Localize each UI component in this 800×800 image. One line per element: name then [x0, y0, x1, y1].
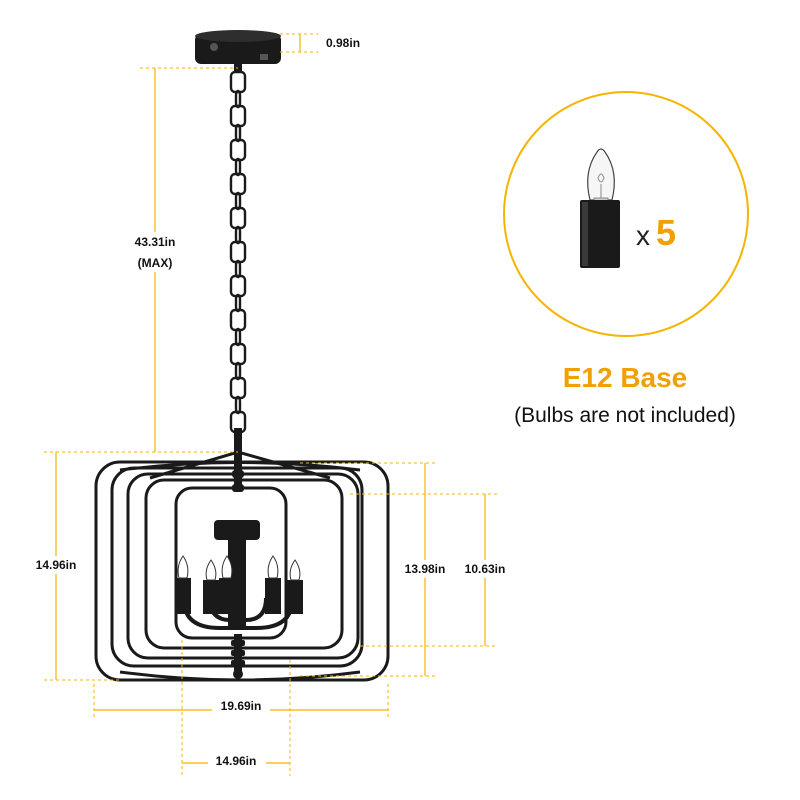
candle-bulb-icon [580, 148, 620, 268]
chain-link [229, 138, 247, 162]
candle-socket [203, 559, 219, 614]
chain-link [229, 240, 247, 264]
chain-link [229, 274, 247, 298]
overall-width-label: 19.69in [221, 699, 262, 713]
chain-link [234, 259, 242, 279]
frame-height-dimension: 13.98in [300, 462, 452, 677]
chain-link [234, 293, 242, 313]
times-symbol: x [636, 220, 650, 251]
bulb-callout [503, 91, 749, 337]
outer-height-label: 14.96in [36, 558, 77, 572]
inner-height-label: 10.63in [465, 562, 506, 576]
chain-length-dimension: 43.31in (MAX) [118, 67, 238, 453]
chain-link [229, 308, 247, 332]
candle-socket [287, 559, 303, 614]
bulbs-note: (Bulbs are not included) [514, 404, 736, 427]
callout-circle [503, 91, 749, 337]
base-type-title: E12 Base [562, 362, 688, 393]
chain-link [229, 206, 247, 230]
inner-height-dimension: 10.63in [350, 493, 512, 647]
chain-link [234, 225, 242, 245]
chain-link [229, 104, 247, 128]
chain-link [229, 172, 247, 196]
chain-link [234, 327, 242, 347]
bottom-width-dimension: 14.96in [181, 640, 291, 776]
candle-sockets [175, 555, 303, 614]
outer-height-dimension: 14.96in [30, 451, 238, 681]
chain-link [229, 376, 247, 400]
chain-link [229, 342, 247, 366]
candle-socket [265, 555, 281, 614]
frame-height-label: 13.98in [405, 562, 446, 576]
candle-socket [175, 555, 191, 614]
canopy-height-dimension: 0.98in [280, 33, 360, 53]
canopy-height-label: 0.98in [326, 36, 360, 50]
bottom-width-label: 14.96in [216, 754, 257, 768]
chain-link [234, 395, 242, 415]
bulb-quantity: x 5 [636, 212, 706, 253]
chain-link [234, 123, 242, 143]
chain-link [234, 191, 242, 211]
chain [229, 70, 247, 449]
chain-link [229, 70, 247, 94]
chain-length-label: 43.31in [135, 235, 176, 249]
chain-note-label: (MAX) [138, 256, 173, 270]
candle-socket [219, 555, 235, 614]
chain-link [234, 89, 242, 109]
center-spindle [231, 428, 245, 679]
chain-link [234, 361, 242, 381]
canopy [195, 30, 281, 72]
chain-link [234, 157, 242, 177]
overall-width-dimension: 19.69in [93, 684, 389, 720]
bulb-count: 5 [656, 212, 677, 253]
